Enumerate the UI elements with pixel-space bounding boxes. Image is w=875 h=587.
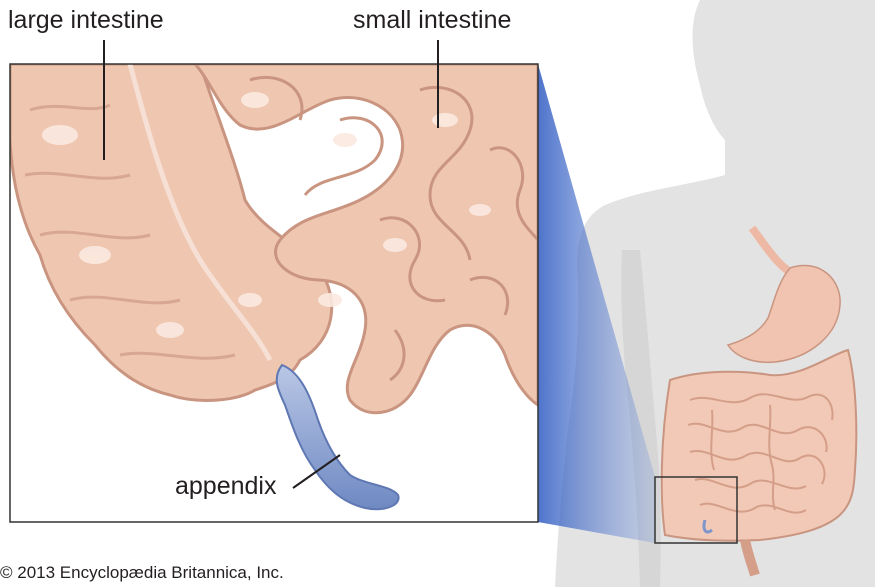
small-intestine-label: small intestine <box>353 8 511 33</box>
inset-panel <box>10 64 538 522</box>
large-intestine-label: large intestine <box>8 8 164 33</box>
copyright-credit: © 2013 Encyclopædia Britannica, Inc. <box>0 563 284 583</box>
appendix-label: appendix <box>175 474 276 499</box>
